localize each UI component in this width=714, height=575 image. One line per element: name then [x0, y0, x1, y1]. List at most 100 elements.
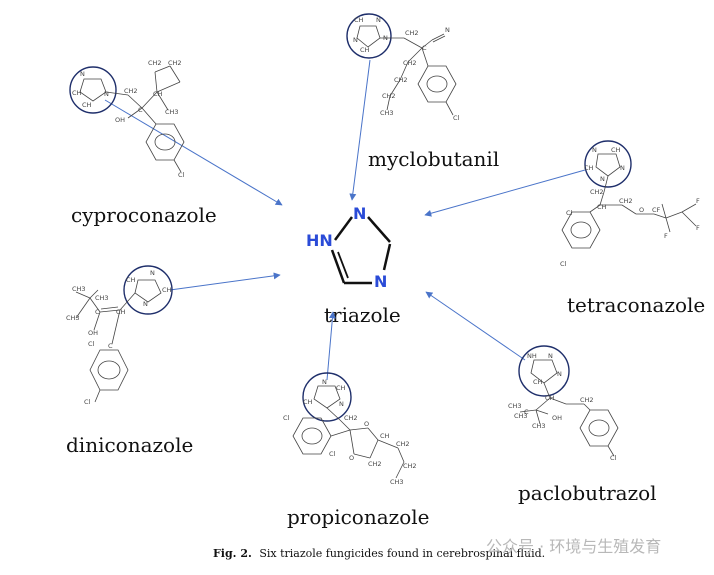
svg-text:CH3: CH3 — [380, 109, 394, 117]
svg-text:CH3: CH3 — [72, 285, 86, 293]
figure-caption: Fig. 2. Six triazole fungicides found in… — [213, 547, 545, 560]
svg-text:F: F — [696, 197, 700, 205]
svg-text:CH2: CH2 — [396, 440, 410, 448]
myclobutanil-atoms: CH N N N CH CH2 C N CH2 CH2 CH2 CH3 Cl — [353, 16, 460, 122]
svg-text:CH2: CH2 — [619, 197, 633, 205]
cyproconazole-structure — [69, 65, 185, 173]
svg-text:CH: CH — [116, 308, 126, 316]
figure-caption-label: Fig. 2. — [213, 547, 252, 560]
svg-text:Cl: Cl — [560, 260, 567, 268]
svg-text:O: O — [639, 206, 644, 214]
tetraconazole-structure — [561, 140, 697, 249]
svg-text:N: N — [353, 36, 358, 44]
svg-text:CH2: CH2 — [394, 76, 408, 84]
cyproconazole-atoms: N CH N CH CH2 C CH CH2 CH2 CH3 OH Cl — [72, 59, 185, 179]
svg-text:N: N — [445, 26, 450, 34]
svg-text:N: N — [150, 269, 155, 277]
paclobutrazol-atoms: NH N N CH CH CH3 CH3 C CH3 OH CH2 Cl — [508, 352, 617, 462]
svg-text:C: C — [138, 106, 143, 114]
svg-text:CH2: CH2 — [124, 87, 138, 95]
paclobutrazol-structure — [518, 345, 619, 457]
triazole-hn-label: HN — [306, 231, 333, 250]
myclobutanil-structure — [346, 13, 457, 116]
svg-text:N: N — [104, 90, 109, 98]
svg-text:Cl: Cl — [84, 398, 91, 406]
figure-caption-text: Six triazole fungicides found in cerebro… — [259, 547, 545, 560]
svg-text:O: O — [349, 454, 354, 462]
svg-text:NH: NH — [527, 352, 537, 360]
svg-text:C: C — [524, 408, 529, 416]
svg-text:CH: CH — [162, 286, 172, 294]
svg-text:CH2: CH2 — [403, 462, 417, 470]
svg-text:N: N — [592, 146, 597, 154]
svg-text:Cl: Cl — [566, 209, 573, 217]
svg-text:CH3: CH3 — [514, 412, 528, 420]
svg-text:CH: CH — [533, 378, 543, 386]
svg-text:CH: CH — [303, 398, 313, 406]
svg-text:CH: CH — [153, 90, 163, 98]
tetraconazole-name: tetraconazole — [567, 293, 705, 317]
svg-text:CH2: CH2 — [368, 460, 382, 468]
svg-text:Cl: Cl — [610, 454, 617, 462]
arrow-from-myclobutanil — [349, 59, 371, 201]
triazole-n-top-label: N — [353, 204, 366, 223]
svg-text:CH2: CH2 — [168, 59, 182, 67]
svg-text:OH: OH — [552, 414, 562, 422]
svg-text:Cl: Cl — [178, 171, 185, 179]
svg-text:CH2: CH2 — [148, 59, 162, 67]
svg-text:N: N — [80, 70, 85, 78]
diniconazole-name: diniconazole — [66, 433, 193, 457]
svg-text:F: F — [696, 224, 700, 232]
svg-text:CH: CH — [354, 16, 364, 24]
svg-text:CH3: CH3 — [532, 422, 546, 430]
svg-text:N: N — [548, 352, 553, 360]
watermark-text: 公众号 · 环境与生殖发育 — [486, 537, 661, 556]
svg-text:C: C — [422, 44, 427, 52]
propiconazole-name: propiconazole — [287, 505, 429, 529]
svg-text:N: N — [620, 164, 625, 172]
arrow-from-diniconazole — [169, 272, 281, 291]
propiconazole-atoms: N CH CH N CH2 Cl Cl O O CH2 CH CH2 CH2 C… — [283, 378, 417, 486]
svg-text:CH3: CH3 — [165, 108, 179, 116]
svg-text:CH: CH — [584, 164, 594, 172]
svg-text:CH: CH — [126, 276, 136, 284]
svg-text:CH3: CH3 — [95, 294, 109, 302]
svg-text:F: F — [664, 232, 668, 240]
triazole-n-bottom-label: N — [374, 272, 387, 291]
svg-text:CH: CH — [360, 46, 370, 54]
svg-text:CH2: CH2 — [344, 414, 358, 422]
svg-text:CH3: CH3 — [66, 314, 80, 322]
svg-text:C: C — [108, 342, 113, 350]
svg-text:OH: OH — [115, 116, 125, 124]
arrow-from-propiconazole — [326, 311, 336, 381]
svg-text:CH: CH — [597, 203, 607, 211]
tetraconazole-atoms: N CH CH N N CH2 CH CH2 O CF F F F Cl Cl — [560, 146, 700, 268]
myclobutanil-name: myclobutanil — [368, 147, 499, 171]
svg-text:CH: CH — [72, 89, 82, 97]
diniconazole-structure — [75, 265, 173, 403]
svg-text:CH: CH — [82, 101, 92, 109]
svg-text:N: N — [322, 378, 327, 386]
cyproconazole-name: cyproconazole — [71, 203, 217, 227]
svg-text:CH: CH — [611, 146, 621, 154]
svg-text:C: C — [95, 308, 100, 316]
svg-text:OH: OH — [88, 329, 98, 337]
arrow-from-cyproconazole — [104, 99, 283, 206]
svg-text:O: O — [364, 420, 369, 428]
svg-text:N: N — [383, 34, 388, 42]
svg-text:CH: CH — [545, 394, 555, 402]
svg-text:CH: CH — [336, 384, 346, 392]
svg-text:Cl: Cl — [88, 340, 95, 348]
propiconazole-structure — [292, 372, 405, 479]
paclobutrazol-name: paclobutrazol — [518, 481, 657, 505]
svg-text:CH2: CH2 — [590, 188, 604, 196]
triazole-name: triazole — [324, 303, 401, 327]
svg-text:N: N — [143, 300, 148, 308]
arrows — [104, 59, 586, 381]
svg-text:CH2: CH2 — [580, 396, 594, 404]
diniconazole-atoms: N CH CH N CH3 CH3 CH3 C OH CH C Cl Cl — [66, 269, 172, 406]
svg-text:CH2: CH2 — [403, 59, 417, 67]
svg-text:CF: CF — [652, 206, 661, 214]
svg-text:N: N — [600, 175, 605, 183]
